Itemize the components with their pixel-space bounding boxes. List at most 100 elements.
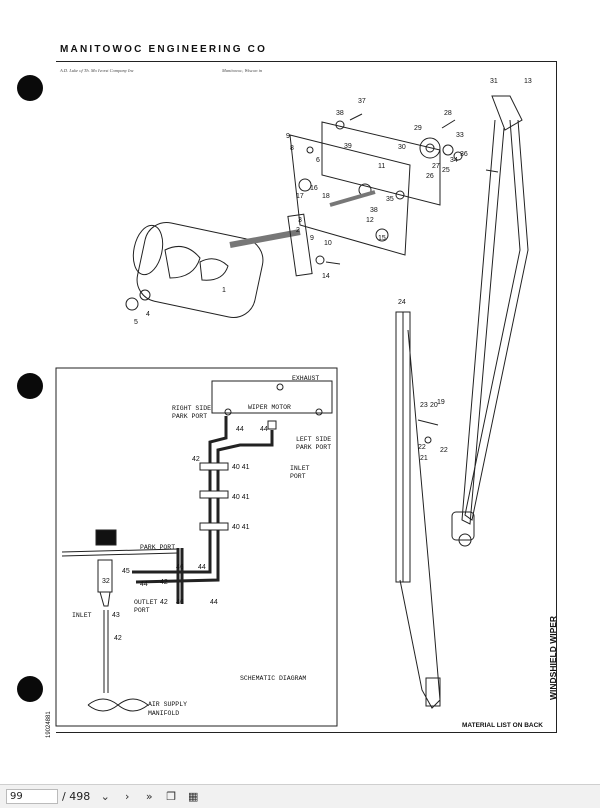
division-subheading: A.D. Luke of Th. Mo Ivorst Company Inc xyxy=(60,68,134,73)
callout: 44 xyxy=(198,564,206,571)
callout: 29 xyxy=(414,125,422,132)
viewer-toolbar: 99 / 498 ⌄ › » ❐ ▦ xyxy=(0,784,600,808)
callout: 12 xyxy=(366,217,374,224)
document-page: MANITOWOC ENGINEERING CO A.D. Luke of Th… xyxy=(17,44,558,738)
callout: 32 xyxy=(102,578,110,585)
header-rule xyxy=(56,61,556,62)
callout: 17 xyxy=(296,193,304,200)
punch-hole xyxy=(17,676,43,702)
callout: 9 xyxy=(286,133,290,140)
callout: 15 xyxy=(378,235,386,242)
callout: 21 xyxy=(420,455,428,462)
wiper-arm xyxy=(451,95,529,547)
label-park-port: PARK PORT xyxy=(140,544,175,551)
punch-hole xyxy=(17,373,43,399)
label-left-park: PARK PORT xyxy=(296,444,331,451)
callout: 27 xyxy=(432,163,440,170)
location-subheading: Manitowoc, Wiscon in xyxy=(222,68,263,73)
callout: 16 xyxy=(310,185,318,192)
callout: 11 xyxy=(378,163,385,170)
double-chevron-right-icon[interactable]: » xyxy=(145,790,153,803)
callout: 19 xyxy=(437,399,445,406)
callout: 34 xyxy=(450,157,458,164)
label-manifold: MANIFOLD xyxy=(148,710,179,717)
callout: 43 xyxy=(112,612,120,619)
callout: 42 xyxy=(192,456,200,463)
callout: 33 xyxy=(456,132,464,139)
callout: 44 xyxy=(210,599,218,606)
callout: 40 41 xyxy=(232,524,250,531)
callout: 42 xyxy=(114,635,122,642)
label-inlet-port-2: PORT xyxy=(290,473,306,480)
callout: 38 xyxy=(370,207,378,214)
wiper-blade xyxy=(395,311,441,709)
callout: 23 xyxy=(420,402,428,409)
drawing-title: WINDSHIELD WIPER xyxy=(548,615,558,700)
callout: 44 xyxy=(260,426,268,433)
page-layout-icon[interactable]: ▦ xyxy=(188,790,199,803)
callout: 3 xyxy=(298,217,302,224)
callout: 24 xyxy=(398,299,406,306)
callout: 44 xyxy=(140,581,148,588)
callout: 35 xyxy=(386,196,394,203)
callout: 26 xyxy=(426,173,434,180)
bottom-border xyxy=(56,732,556,733)
callout: 5 xyxy=(134,319,138,326)
label-right-park: PARK PORT xyxy=(172,413,207,420)
callout: 25 xyxy=(442,167,450,174)
label-right-side: RIGHT SIDE xyxy=(172,405,211,412)
page-total: / 498 xyxy=(62,790,91,803)
callout: 6 xyxy=(316,157,320,164)
label-schematic-title: SCHEMATIC DIAGRAM xyxy=(240,675,306,682)
motor-assembly xyxy=(125,213,313,319)
callout: 42 xyxy=(160,579,168,586)
chevron-down-icon[interactable]: ⌄ xyxy=(100,790,110,803)
copy-icon[interactable]: ❐ xyxy=(166,790,177,803)
callout: 1 xyxy=(222,287,226,294)
callout: 14 xyxy=(322,273,330,280)
tube-clamps xyxy=(199,462,229,531)
company-header: MANITOWOC ENGINEERING CO xyxy=(60,44,268,55)
callout: 36 xyxy=(460,151,468,158)
callout: 18 xyxy=(322,193,330,200)
callout: 38 xyxy=(336,110,344,117)
punch-hole xyxy=(17,75,43,101)
label-left-side: LEFT SIDE xyxy=(296,436,331,443)
callout: 46 xyxy=(176,599,184,606)
callout: 4 xyxy=(146,311,150,318)
callout: 20 xyxy=(430,402,438,409)
callout: 22 xyxy=(418,444,426,451)
exploded-view-drawing: EXHAUST WIPER MOTOR RIGHT SIDE PARK PORT… xyxy=(55,78,532,727)
callout: 9 xyxy=(310,235,314,242)
label-exhaust: EXHAUST xyxy=(292,375,319,382)
callout: 46 xyxy=(176,564,184,571)
callout: 45 xyxy=(122,568,130,575)
callout: 10 xyxy=(324,240,332,247)
callout: 22 xyxy=(440,447,448,454)
callout: 39 xyxy=(344,143,352,150)
callout: 44 xyxy=(236,426,244,433)
material-list-note: MATERIAL LIST ON BACK xyxy=(462,722,544,729)
callout: 30 xyxy=(398,144,406,151)
label-wiper-motor: WIPER MOTOR xyxy=(248,404,291,411)
chevron-right-icon[interactable]: › xyxy=(125,790,130,803)
page-number-input[interactable]: 99 xyxy=(6,789,58,804)
callout: 40 41 xyxy=(232,494,250,501)
callout: 37 xyxy=(358,98,366,105)
callout: 8 xyxy=(290,145,294,152)
schematic-frame xyxy=(55,367,338,727)
schematic-motor xyxy=(211,380,333,430)
label-inlet: INLET xyxy=(72,612,92,619)
callout: 28 xyxy=(444,110,452,117)
schematic-lines xyxy=(103,416,274,693)
label-outlet-port-1: OUTLET xyxy=(134,599,158,606)
callout: 31 xyxy=(490,78,498,85)
callout: 2 xyxy=(296,227,300,234)
document-number: 19024881 xyxy=(46,711,52,738)
bracket-plate xyxy=(289,121,441,256)
valve-assembly xyxy=(61,529,179,712)
callout: 13 xyxy=(524,78,532,85)
callout: 40 41 xyxy=(232,464,250,471)
label-air-supply: AIR SUPPLY xyxy=(148,701,187,708)
label-outlet-port-2: PORT xyxy=(134,607,150,614)
